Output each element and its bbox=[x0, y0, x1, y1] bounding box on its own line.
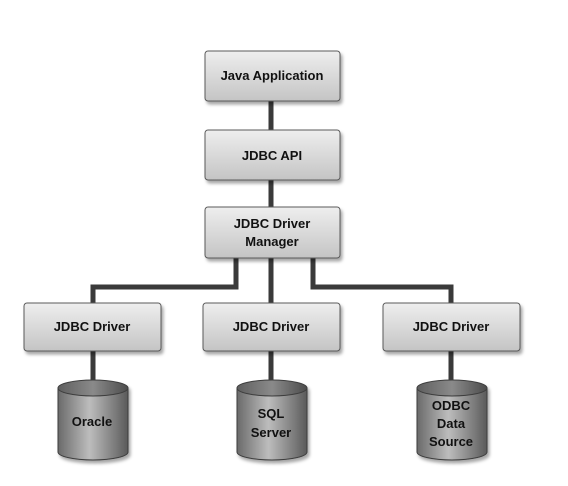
label-driver-left: JDBC Driver bbox=[54, 319, 131, 334]
label-sql-server-line1: SQL bbox=[258, 406, 285, 421]
label-odbc-line2: Data bbox=[437, 416, 466, 431]
box-driver-center bbox=[202, 302, 341, 352]
label-driver-manager-line1: JDBC Driver bbox=[234, 216, 311, 231]
node-driver-manager: JDBC Driver Manager bbox=[204, 206, 341, 259]
cylinder-body-sql-server bbox=[236, 387, 308, 461]
box-driver-left bbox=[23, 302, 162, 352]
connector-manager-to-right-driver bbox=[310, 258, 454, 303]
database-oracle bbox=[57, 379, 129, 461]
box-driver-right bbox=[382, 302, 521, 352]
label-jdbc-api: JDBC API bbox=[242, 148, 302, 163]
label-driver-center: JDBC Driver bbox=[233, 319, 310, 334]
connector-manager-to-left-driver bbox=[90, 258, 239, 303]
label-sql-server-line2: Server bbox=[251, 425, 291, 440]
cylinder-body-odbc bbox=[416, 387, 488, 461]
label-driver-manager-line2: Manager bbox=[245, 234, 298, 249]
connectors bbox=[90, 101, 454, 385]
database-sql-server bbox=[236, 379, 308, 461]
box-java-application bbox=[204, 50, 341, 102]
cylinder-top-sql-server bbox=[236, 379, 308, 397]
label-java-application: Java Application bbox=[221, 68, 324, 83]
label-oracle: Oracle bbox=[72, 414, 112, 429]
label-odbc-line1: ODBC bbox=[432, 398, 471, 413]
box-driver-manager bbox=[204, 206, 341, 259]
cylinder-top-odbc bbox=[416, 379, 488, 397]
node-jdbc-api: JDBC API bbox=[204, 129, 341, 181]
node-driver-right: JDBC Driver bbox=[382, 302, 521, 352]
node-driver-left: JDBC Driver bbox=[23, 302, 162, 352]
box-jdbc-api bbox=[204, 129, 341, 181]
cylinder-body-oracle bbox=[57, 387, 129, 461]
cylinder-top-oracle bbox=[57, 379, 129, 397]
label-driver-right: JDBC Driver bbox=[413, 319, 490, 334]
database-odbc-data-source bbox=[416, 379, 488, 461]
node-java-application: Java Application bbox=[204, 50, 341, 102]
label-odbc-line3: Source bbox=[429, 434, 473, 449]
node-driver-center: JDBC Driver bbox=[202, 302, 341, 352]
